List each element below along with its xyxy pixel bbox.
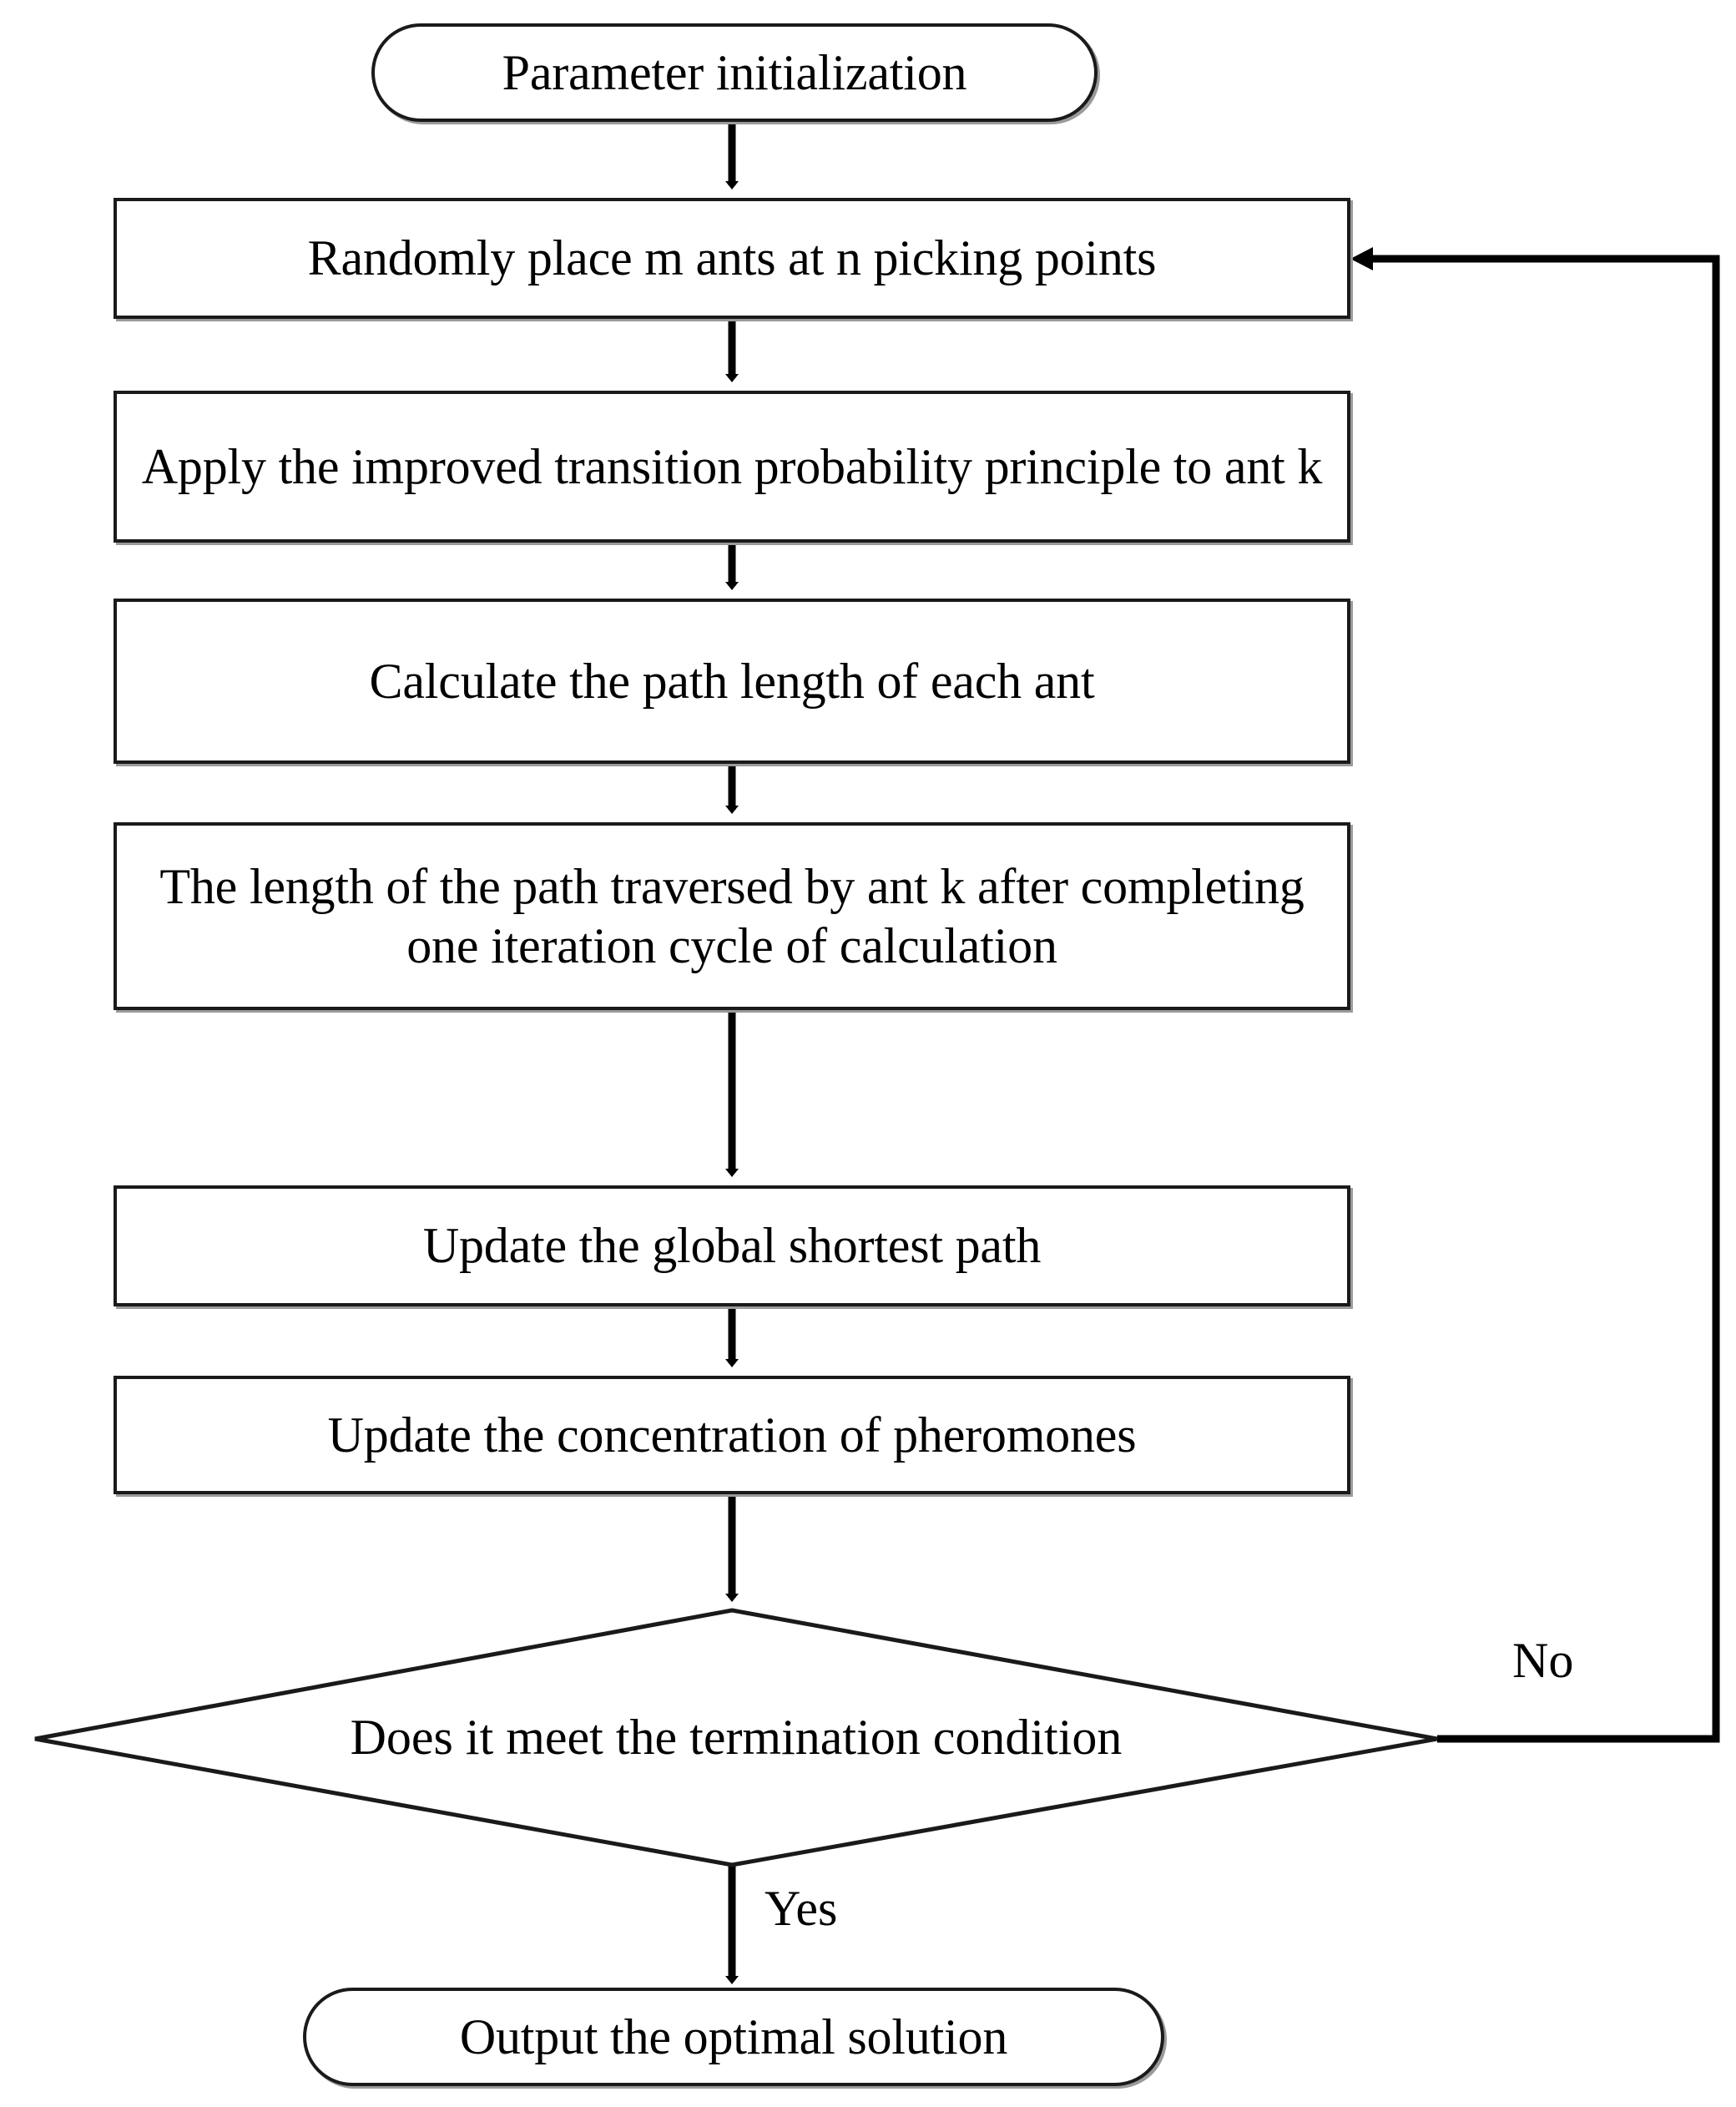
node-randomly-place-ants[interactable]: Randomly place m ants at n picking point… <box>114 198 1350 319</box>
node-label: Randomly place m ants at n picking point… <box>307 230 1157 286</box>
edge-decision-to-place-ants-loop <box>1365 255 1720 1743</box>
edge-label-no: No <box>1512 1633 1574 1688</box>
node-label: Parameter initialization <box>502 44 967 100</box>
node-calculate-path-length[interactable]: Calculate the path length of each ant <box>114 599 1350 764</box>
node-label: The length of the path traversed by ant … <box>159 858 1305 973</box>
node-label: Calculate the path length of each ant <box>369 653 1095 709</box>
node-label: Apply the improved transition probabilit… <box>141 438 1323 494</box>
node-label: Does it meet the termination condition <box>350 1710 1123 1765</box>
node-apply-transition-probability[interactable]: Apply the improved transition probabilit… <box>114 391 1350 543</box>
node-update-global-shortest-path[interactable]: Update the global shortest path <box>114 1185 1350 1306</box>
edge-label-yes: Yes <box>765 1881 838 1936</box>
node-update-pheromone-concentration[interactable]: Update the concentration of pheromones <box>114 1376 1350 1494</box>
node-label: Output the optimal solution <box>459 2008 1008 2064</box>
node-termination-condition[interactable]: Does it meet the termination condition <box>35 1610 1437 1865</box>
node-parameter-initialization[interactable]: Parameter initialization <box>371 23 1098 122</box>
node-label: Update the concentration of pheromones <box>327 1407 1137 1463</box>
node-label: Update the global shortest path <box>422 1218 1042 1274</box>
node-iteration-cycle-length[interactable]: The length of the path traversed by ant … <box>114 822 1350 1010</box>
loop-arrowhead-icon <box>1350 247 1373 270</box>
node-output-optimal-solution[interactable]: Output the optimal solution <box>303 1988 1164 2086</box>
